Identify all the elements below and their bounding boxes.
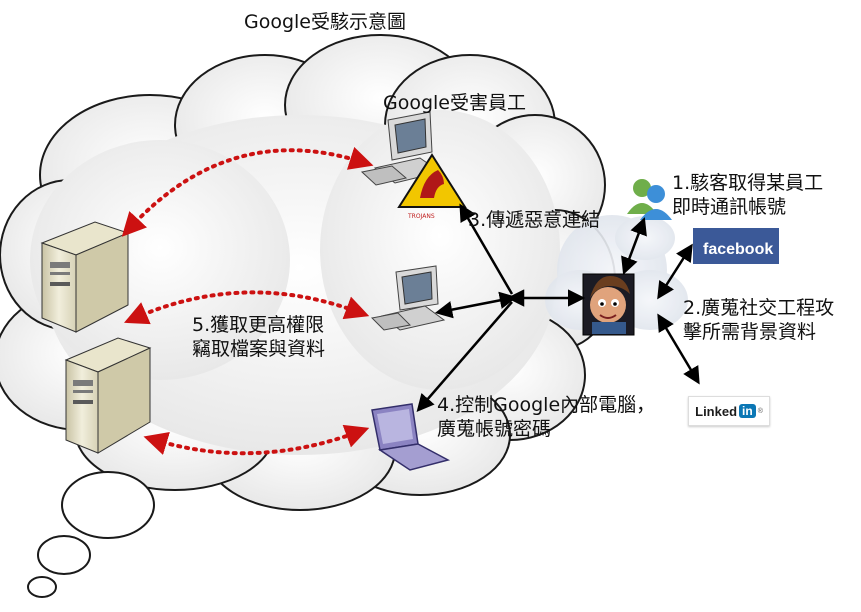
facebook-logo: facebook	[693, 228, 779, 264]
arrow-hacker-to-linkedin	[657, 313, 700, 385]
label-step5: 5.獲取更高權限竊取檔案與資料	[192, 314, 326, 360]
dotted-arrow-middle	[123, 290, 370, 325]
dotted-arrow-top	[121, 146, 374, 237]
dotted-arrow-bottom	[143, 424, 370, 456]
server-icon	[64, 337, 152, 454]
label-step1: 1.駭客取得某員工即時通訊帳號	[672, 172, 824, 218]
arrow-hacker-to-messenger	[621, 217, 647, 275]
dotted-arrows	[121, 146, 374, 456]
diagram-title: Google受駭示意圖	[244, 11, 407, 33]
label-victim: Google受害員工	[383, 92, 527, 114]
laptop-icon	[371, 403, 451, 471]
arrow-desktop-to-hub	[434, 291, 518, 319]
label-step2: 2.廣蒐社交工程攻擊所需背景資料	[683, 297, 835, 343]
messenger-users-icon	[627, 179, 672, 220]
label-step3: 3.傳遞惡意連結	[468, 209, 601, 231]
solid-arrows	[416, 203, 700, 412]
arrow-laptop-to-hub	[416, 301, 513, 412]
trojan-warning-icon: TROJANS	[397, 153, 467, 220]
arrow-hacker-to-facebook	[657, 243, 693, 300]
arrow-victim-to-hub	[459, 203, 514, 295]
hacker-avatar-icon	[582, 273, 635, 336]
desktop-computer-icon	[370, 265, 446, 331]
label-step4: 4.控制Google內部電腦，廣蒐帳號密碼	[437, 394, 656, 440]
server-icon	[40, 221, 130, 333]
trojan-label: TROJANS	[407, 213, 435, 220]
